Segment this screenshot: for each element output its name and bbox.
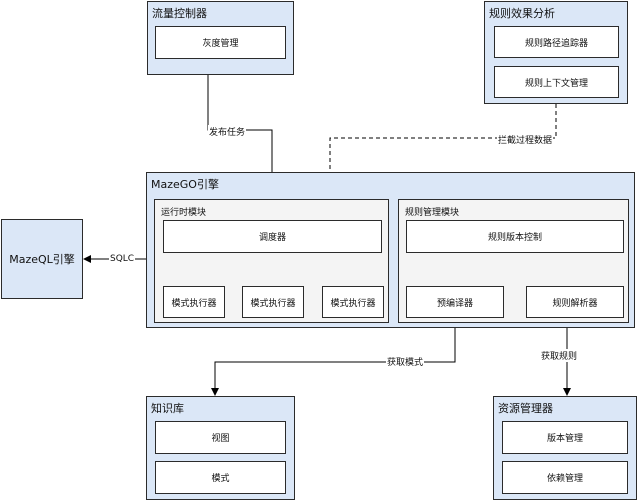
grayscale-management-node: 灰度管理 [155, 26, 286, 59]
version-management-node: 版本管理 [502, 421, 628, 454]
label-get-rule: 获取规则 [540, 349, 579, 362]
dependency-management-node: 依赖管理 [502, 461, 628, 494]
knowledge-base-title: 知识库 [151, 402, 184, 415]
edge-intercept [326, 104, 557, 195]
resource-manager-box: 资源管理器 版本管理 依赖管理 [493, 396, 637, 500]
mazego-engine-title: MazeGO引擎 [151, 178, 219, 191]
executor-node-1: 模式执行器 [163, 286, 225, 318]
rule-version-control-node: 规则版本控制 [406, 220, 624, 253]
resource-manager-title: 资源管理器 [498, 402, 553, 415]
traffic-controller-box: 流量控制器 灰度管理 [147, 1, 294, 75]
rule-management-module-box: 规则管理模块 规则版本控制 预编译器 规则解析器 [398, 199, 629, 323]
rule-path-tracker-node: 规则路径追踪器 [494, 26, 619, 58]
executor-node-2: 模式执行器 [242, 286, 304, 318]
rule-effect-box: 规则效果分析 规则路径追踪器 规则上下文管理 [484, 1, 628, 104]
label-publish-task: 发布任务 [208, 125, 247, 138]
runtime-module-box: 运行时模块 调度器 模式执行器 模式执行器 模式执行器 [154, 199, 389, 323]
knowledge-base-box: 知识库 视图 模式 [146, 396, 295, 500]
pattern-node: 模式 [155, 461, 286, 494]
edge-get-pattern [211, 328, 456, 396]
precompiler-node: 预编译器 [406, 286, 504, 318]
rule-effect-title: 规则效果分析 [489, 7, 555, 20]
mazego-engine-box: MazeGO引擎 运行时模块 调度器 模式执行器 模式执行器 模式执行器 规则管… [146, 172, 635, 328]
rule-management-module-title: 规则管理模块 [405, 208, 460, 218]
rule-context-management-node: 规则上下文管理 [494, 66, 619, 98]
rule-parser-node: 规则解析器 [526, 286, 624, 318]
executor-node-3: 模式执行器 [322, 286, 384, 318]
label-sqlc: SQLC [109, 254, 136, 264]
runtime-module-title: 运行时模块 [161, 208, 207, 218]
scheduler-node: 调度器 [163, 220, 382, 253]
view-node: 视图 [155, 421, 286, 454]
traffic-controller-title: 流量控制器 [152, 7, 207, 20]
label-intercept-data: 拦截过程数据 [497, 133, 554, 146]
mazeql-engine-node: MazeQL引擎 [1, 219, 83, 299]
label-get-pattern: 获取模式 [386, 355, 425, 368]
